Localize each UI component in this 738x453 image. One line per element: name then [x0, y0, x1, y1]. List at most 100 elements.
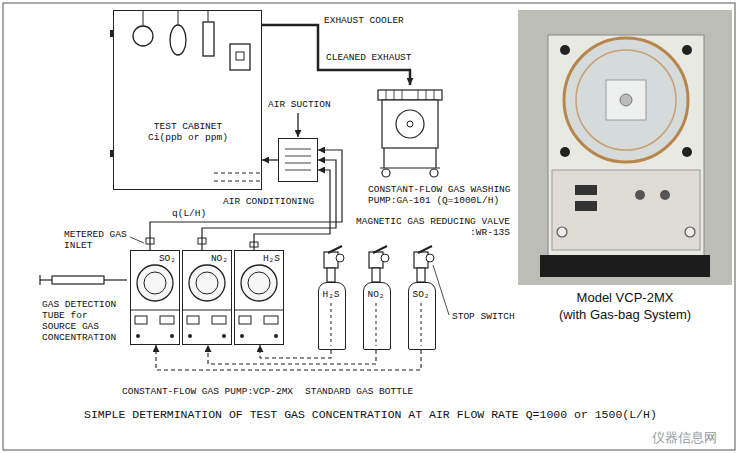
leader-line: [130, 237, 144, 243]
gas-flow-line: [262, 159, 278, 160]
pump-display: [212, 316, 226, 324]
pump-panel: [130, 310, 180, 311]
syringe-needle: [104, 279, 127, 280]
reducing-valve: [324, 252, 338, 268]
pump-rotor: [196, 272, 218, 294]
device-screw: [560, 45, 570, 55]
device-base: [540, 255, 710, 277]
fan-unit: [230, 44, 250, 70]
air-conditioner-coil: [285, 156, 311, 157]
gas-pump: NO₂: [182, 250, 232, 345]
pump-knob: [274, 334, 278, 338]
reducing-valve: [369, 252, 383, 268]
valve-handle: [418, 246, 432, 253]
flow-label: CLEANED EXHAUST: [326, 52, 412, 63]
gas-supply-line: [260, 345, 331, 358]
test-cabinet: TEST CABINET Ci(ppb or ppm): [113, 10, 262, 190]
pump-window: [396, 110, 424, 138]
pump-display: [160, 316, 174, 324]
air-flow-line: [212, 173, 260, 174]
device-body: [548, 35, 704, 260]
bottle-neck: [417, 268, 425, 282]
gas-bottle: SO₂: [408, 282, 436, 350]
flow-rate-label: q(L/H): [172, 208, 206, 219]
reducing-valve: [414, 252, 428, 268]
node-label: SO₂: [159, 253, 176, 264]
gas-flow-line: [202, 160, 336, 250]
air-conditioner-coil: [285, 170, 311, 171]
gas-pump: H₂S: [234, 250, 284, 345]
device-lid-ring: [576, 50, 676, 150]
gas-bottle: NO₂: [363, 282, 391, 350]
node-label: SO₂: [409, 289, 433, 300]
device-screw: [682, 45, 692, 55]
test-specimen: [203, 22, 214, 56]
pump-display: [135, 316, 147, 324]
suction-arrow: [297, 113, 298, 137]
device-hub: [620, 94, 632, 106]
bottle-neck: [327, 268, 335, 282]
test-specimen: [133, 26, 153, 46]
gas-pump: SO₂: [130, 250, 180, 345]
device-knob: [635, 190, 645, 200]
caster: [382, 169, 390, 177]
valve-handle: [328, 246, 342, 253]
device-lid: [564, 38, 688, 162]
photo-background: [518, 10, 732, 285]
pump-stand: [380, 148, 440, 168]
pump-knob: [222, 334, 226, 338]
pump-knob: [136, 334, 140, 338]
fan-unit: [236, 52, 244, 60]
node-label: Model VCP-2MX: [518, 290, 732, 306]
pump-head: [137, 265, 173, 301]
node-label: NO₂: [364, 289, 388, 300]
node-label: CONSTANT-FLOW GAS WASHING PUMP:GA-101 (Q…: [368, 184, 516, 206]
watermark: 仪器信息网: [652, 430, 717, 446]
hanger: [208, 10, 209, 22]
component-label: CONSTANT-FLOW GAS PUMP:VCP-2MX: [122, 386, 293, 397]
flow-label: AIR SUCTION: [268, 99, 331, 110]
gas-washing-pump: CONSTANT-FLOW GAS WASHING PUMP:GA-101 (Q…: [368, 85, 452, 178]
pump-display: [187, 316, 199, 324]
product-photo: Model VCP-2MX(with Gas-bag System): [518, 10, 732, 285]
pressure-gauge: [426, 254, 434, 262]
pump-knob: [240, 334, 244, 338]
test-specimen: [170, 25, 186, 55]
component-label: METERED GAS INLET: [64, 229, 134, 251]
pump-head: [241, 265, 277, 301]
device-display: [575, 185, 597, 195]
device-fitting: [557, 227, 567, 237]
node-label: H₂S: [319, 289, 343, 300]
valve-handle: [373, 246, 387, 253]
device-rotor: [606, 80, 646, 120]
pump-knob: [170, 334, 174, 338]
node-sublabel: (with Gas-bag System): [518, 307, 732, 323]
pump-knob: [188, 334, 192, 338]
pressure-gauge: [381, 254, 389, 262]
device-fitting: [685, 227, 695, 237]
syringe-plunger: [40, 279, 52, 280]
pump-rotor: [407, 121, 413, 127]
hanger: [178, 10, 179, 25]
caster: [430, 169, 438, 177]
gas-flow-line: [254, 170, 330, 250]
device-screw: [682, 147, 692, 157]
frame: [3, 3, 735, 450]
air-flow-line: [212, 181, 260, 182]
pump-panel: [182, 310, 232, 311]
component-label: STOP SWITCH: [452, 311, 515, 322]
air-conditioning-box: AIR CONDITIONING: [278, 138, 318, 182]
pump-panel: [234, 310, 284, 311]
gas-supply-line: [156, 345, 421, 370]
dip-tube: [331, 303, 332, 346]
pump-rotor: [144, 272, 166, 294]
hanger: [143, 10, 144, 26]
pump-grating: [386, 90, 434, 100]
pump-head: [189, 265, 225, 301]
pump-body: [382, 100, 438, 148]
node-label: AIR CONDITIONING: [223, 196, 314, 207]
node-label: TEST CABINET Ci(ppb or ppm): [142, 121, 234, 143]
figure-caption: SIMPLE DETERMINATION OF TEST GAS CONCENT…: [84, 408, 657, 422]
gas-flow-line: [150, 150, 342, 250]
